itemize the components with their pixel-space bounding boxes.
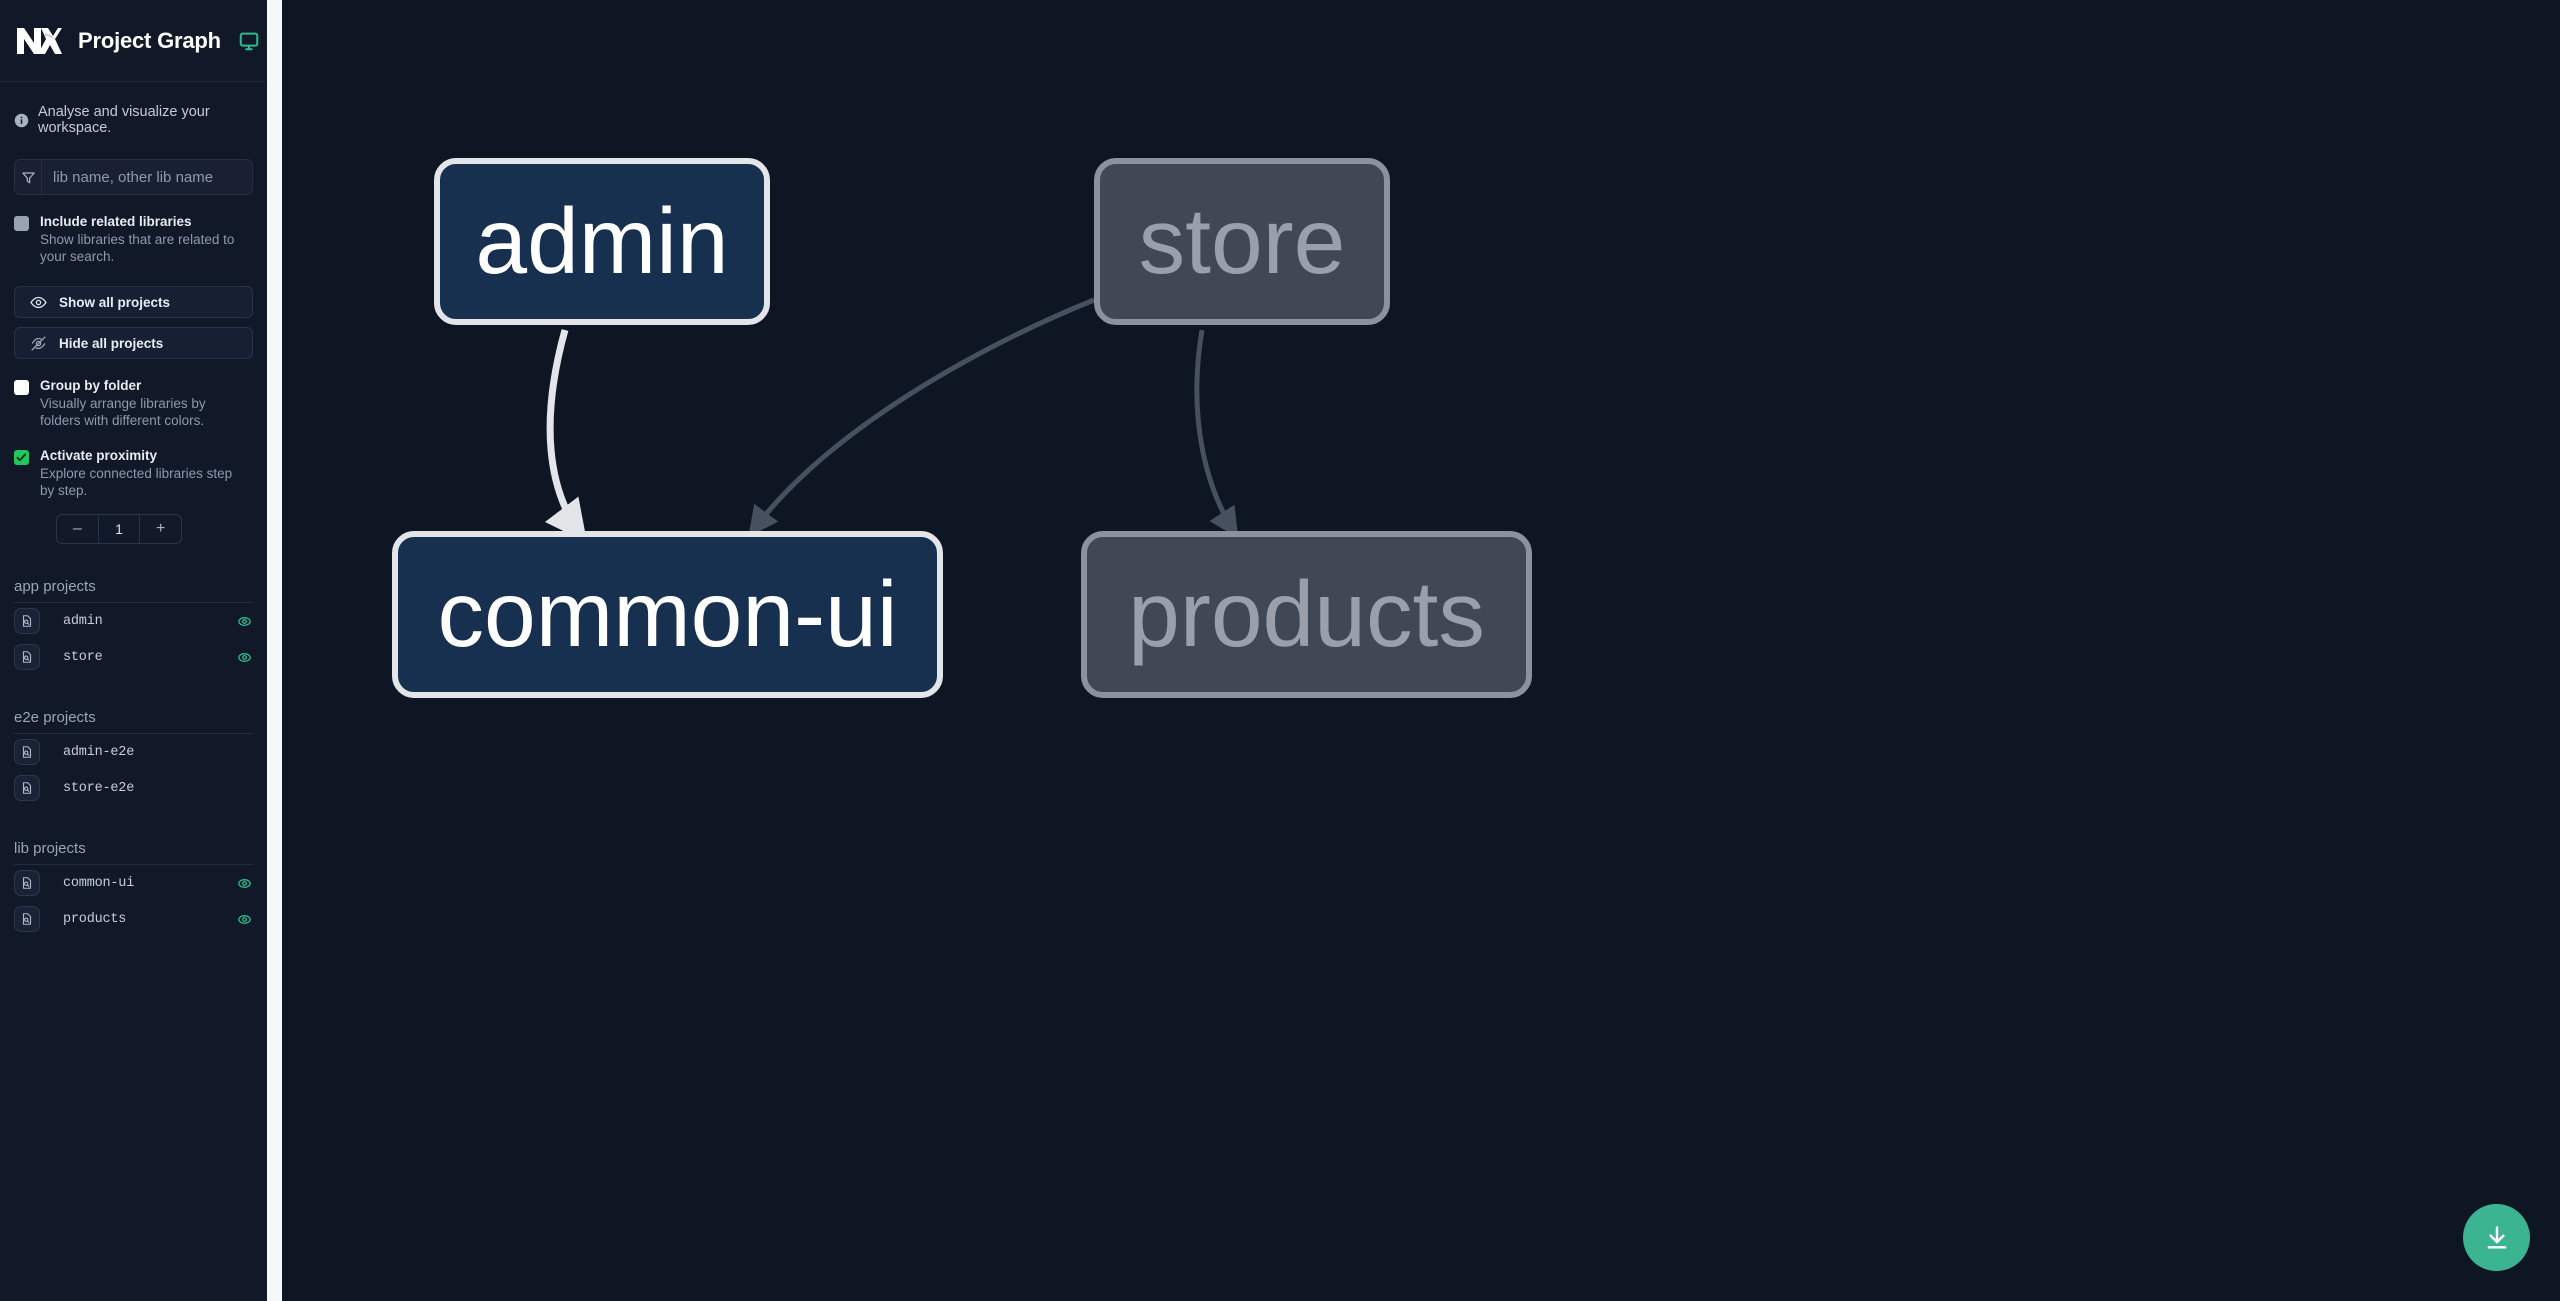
- graph-node-common-ui[interactable]: common-ui: [392, 531, 943, 698]
- project-name: common-ui: [63, 875, 135, 891]
- graph-node-products[interactable]: products: [1081, 531, 1532, 698]
- list-item[interactable]: products: [14, 901, 253, 937]
- project-lists: app projects admin: [0, 578, 267, 937]
- visibility-eye-icon[interactable]: [236, 649, 253, 666]
- sidebar-scrollbar[interactable]: [267, 0, 282, 1301]
- list-item[interactable]: store: [14, 639, 253, 675]
- project-icon: [14, 870, 40, 896]
- group-title-e2e-projects: e2e projects: [14, 709, 253, 734]
- project-icon: [14, 644, 40, 670]
- activate-proximity-description: Explore connected libraries step by step…: [40, 466, 233, 498]
- option-group-by-folder[interactable]: Group by folder Visually arrange librari…: [0, 378, 267, 429]
- edge-store-to-common-ui: [748, 297, 1095, 537]
- hide-all-projects-button[interactable]: Hide all projects: [14, 327, 253, 359]
- visibility-buttons: Show all projects Hide all projects: [0, 286, 267, 359]
- project-icon: [14, 739, 40, 765]
- show-all-projects-label: Show all projects: [59, 294, 171, 310]
- show-all-projects-button[interactable]: Show all projects: [14, 286, 253, 318]
- project-name: store-e2e: [63, 780, 135, 796]
- group-by-folder-label: Group by folder: [40, 378, 142, 393]
- search-field-wrapper[interactable]: [14, 159, 253, 195]
- monitor-icon[interactable]: [238, 30, 260, 52]
- group-by-folder-description: Visually arrange libraries by folders wi…: [40, 396, 206, 428]
- sidebar-tagline-text: Analyse and visualize your workspace.: [38, 104, 210, 136]
- proximity-stepper: – 1 +: [56, 514, 182, 544]
- include-related-libraries-checkbox[interactable]: [14, 216, 29, 231]
- activate-proximity-checkbox[interactable]: [14, 450, 29, 465]
- graph-node-store[interactable]: store: [1094, 158, 1390, 325]
- visibility-eye-icon[interactable]: [236, 875, 253, 892]
- hide-all-projects-label: Hide all projects: [59, 335, 164, 351]
- list-item[interactable]: admin-e2e: [14, 734, 253, 770]
- group-by-folder-checkbox[interactable]: [14, 380, 29, 395]
- graph-canvas[interactable]: admin store common-ui products: [282, 0, 2560, 1301]
- sidebar: Project Graph Analyse and visualize your…: [0, 0, 267, 1301]
- graph-node-label: store: [1138, 189, 1346, 293]
- download-icon: [2487, 1225, 2506, 1249]
- project-name: store: [63, 649, 103, 665]
- graph-node-label: admin: [475, 189, 729, 293]
- activate-proximity-label: Activate proximity: [40, 448, 158, 463]
- eye-icon: [30, 294, 47, 311]
- list-item[interactable]: admin: [14, 603, 253, 639]
- project-name: products: [63, 911, 127, 927]
- check-icon: [16, 453, 27, 462]
- info-icon: [14, 113, 29, 128]
- group-title-app-projects: app projects: [14, 578, 253, 603]
- list-item[interactable]: common-ui: [14, 865, 253, 901]
- list-item[interactable]: store-e2e: [14, 770, 253, 806]
- proximity-value: 1: [97, 515, 141, 543]
- graph-node-label: common-ui: [437, 562, 898, 666]
- visibility-eye-icon[interactable]: [236, 613, 253, 630]
- page-title: Project Graph: [78, 27, 221, 53]
- graph-node-admin[interactable]: admin: [434, 158, 770, 325]
- project-name: admin: [63, 613, 103, 629]
- project-icon: [14, 775, 40, 801]
- proximity-increment-button[interactable]: +: [140, 515, 181, 543]
- include-related-libraries-description: Show libraries that are related to your …: [40, 232, 235, 264]
- option-include-related-libraries[interactable]: Include related libraries Show libraries…: [0, 214, 267, 265]
- graph-edges: [544, 297, 1239, 543]
- edge-store-to-products: [1194, 329, 1239, 539]
- visibility-eye-icon[interactable]: [236, 911, 253, 928]
- include-related-libraries-label: Include related libraries: [40, 214, 192, 229]
- project-name: admin-e2e: [63, 744, 135, 760]
- nx-logo-icon: [14, 23, 62, 59]
- graph-node-label: products: [1128, 562, 1485, 666]
- group-title-lib-projects: lib projects: [14, 840, 253, 865]
- eye-off-icon: [30, 335, 47, 352]
- project-icon: [14, 906, 40, 932]
- download-graph-button[interactable]: [2463, 1204, 2530, 1271]
- search-input[interactable]: [42, 160, 252, 194]
- proximity-decrement-button[interactable]: –: [57, 515, 98, 543]
- filter-funnel-icon: [15, 160, 42, 194]
- sidebar-header: Project Graph: [0, 0, 267, 82]
- sidebar-tagline: Analyse and visualize your workspace.: [0, 82, 267, 136]
- project-icon: [14, 608, 40, 634]
- option-activate-proximity[interactable]: Activate proximity Explore connected lib…: [0, 448, 267, 499]
- edge-admin-to-common-ui: [544, 329, 588, 543]
